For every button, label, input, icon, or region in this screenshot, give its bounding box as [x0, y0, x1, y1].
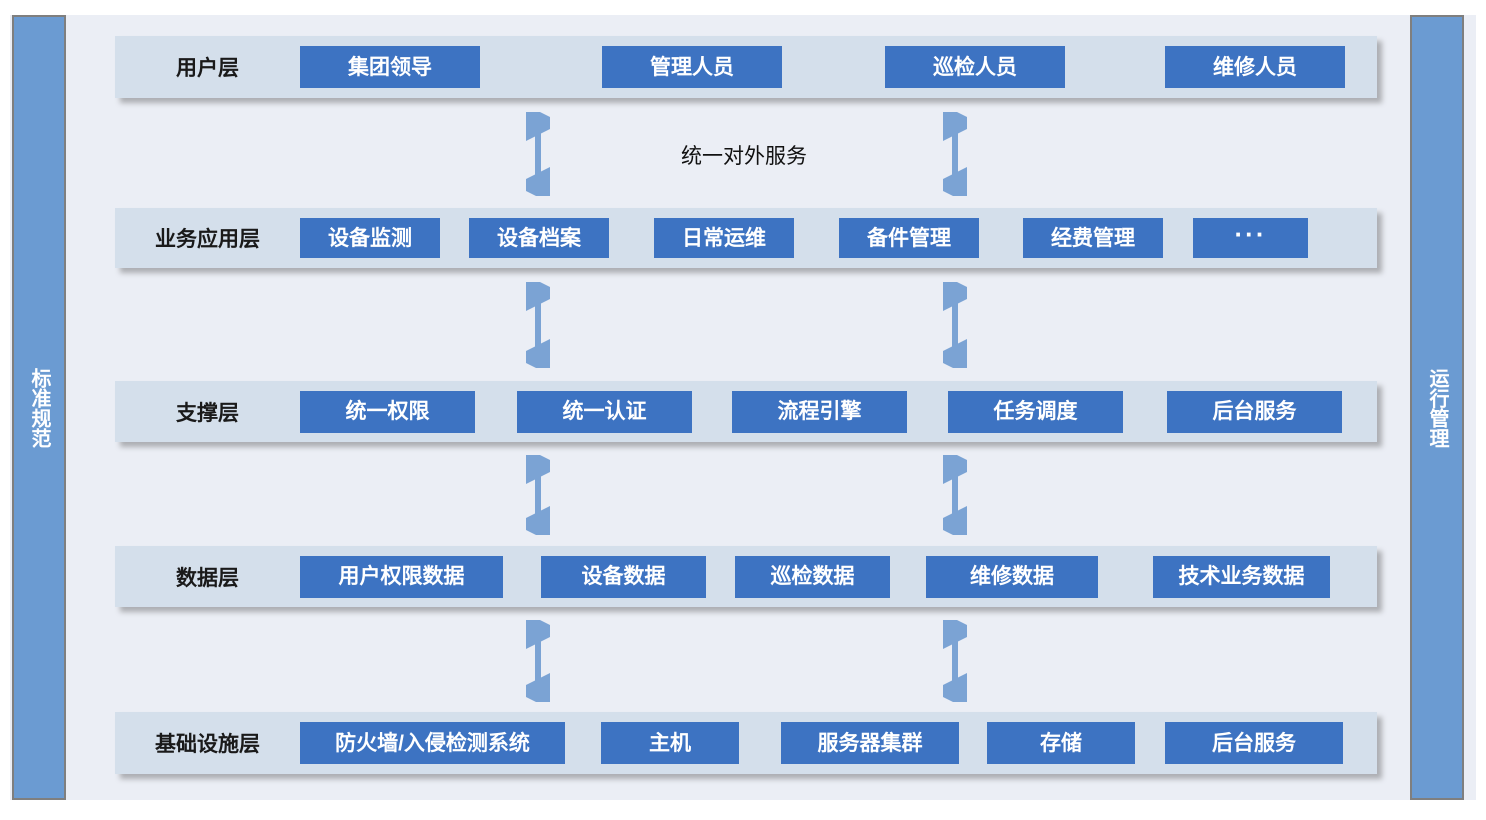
- layer-title-infrastructure: 基础设施层: [155, 733, 260, 756]
- middle-service-label: 统一对外服务: [681, 145, 807, 168]
- chip-data-1[interactable]: 设备数据: [541, 555, 706, 598]
- layer-data: 数据层 用户权限数据 设备数据 巡检数据 维修数据 技术业务数据: [115, 546, 1377, 607]
- chip-support-3[interactable]: 任务调度: [948, 390, 1123, 433]
- chip-biz-4[interactable]: 经费管理: [1023, 218, 1163, 258]
- chip-infra-2[interactable]: 服务器集群: [781, 722, 959, 764]
- arrow-data-infra-left: [526, 620, 550, 702]
- chip-user-0[interactable]: 集团领导: [300, 46, 480, 88]
- chip-biz-more[interactable]: ···: [1193, 218, 1308, 258]
- layer-title-business: 业务应用层: [155, 228, 260, 251]
- chip-infra-4[interactable]: 后台服务: [1165, 722, 1343, 764]
- arrow-user-biz-right: [943, 112, 967, 196]
- chip-user-3[interactable]: 维修人员: [1165, 46, 1345, 88]
- chip-data-0[interactable]: 用户权限数据: [300, 555, 503, 598]
- chip-support-4[interactable]: 后台服务: [1167, 390, 1342, 433]
- chip-data-3[interactable]: 维修数据: [926, 555, 1098, 598]
- sidebar-right-label: 运行管理: [1426, 367, 1448, 448]
- chip-biz-0[interactable]: 设备监测: [300, 218, 440, 258]
- chip-biz-2[interactable]: 日常运维: [654, 218, 794, 258]
- layer-title-data: 数据层: [176, 566, 239, 590]
- chip-user-1[interactable]: 管理人员: [602, 46, 782, 88]
- chip-data-4[interactable]: 技术业务数据: [1153, 555, 1330, 598]
- chip-support-2[interactable]: 流程引擎: [732, 390, 907, 433]
- chip-infra-0[interactable]: 防火墙/入侵检测系统: [300, 722, 565, 764]
- arrow-biz-support-right: [943, 282, 967, 368]
- chip-biz-1[interactable]: 设备档案: [469, 218, 609, 258]
- chip-data-2[interactable]: 巡检数据: [735, 555, 890, 598]
- arrow-support-data-left: [526, 455, 550, 535]
- layer-infrastructure: 基础设施层 防火墙/入侵检测系统 主机 服务器集群 存储 后台服务: [115, 712, 1377, 774]
- arrow-biz-support-left: [526, 282, 550, 368]
- chip-biz-3[interactable]: 备件管理: [839, 218, 979, 258]
- sidebar-operations: 运行管理: [1410, 15, 1464, 800]
- chip-infra-3[interactable]: 存储: [987, 722, 1135, 764]
- layer-title-user: 用户层: [176, 57, 239, 80]
- layer-title-support: 支撑层: [176, 401, 239, 425]
- chip-infra-1[interactable]: 主机: [601, 722, 739, 764]
- arrow-user-biz-left: [526, 112, 550, 196]
- arrow-support-data-right: [943, 455, 967, 535]
- layer-business: 业务应用层 设备监测 设备档案 日常运维 备件管理 经费管理 ···: [115, 208, 1377, 268]
- chip-user-2[interactable]: 巡检人员: [885, 46, 1065, 88]
- layer-support: 支撑层 统一权限 统一认证 流程引擎 任务调度 后台服务: [115, 381, 1377, 442]
- sidebar-standards: 标准规范: [12, 15, 66, 800]
- sidebar-left-label: 标准规范: [28, 367, 50, 448]
- chip-support-0[interactable]: 统一权限: [300, 390, 475, 433]
- layer-user: 用户层 集团领导 管理人员 巡检人员 维修人员: [115, 36, 1377, 98]
- arrow-data-infra-right: [943, 620, 967, 702]
- chip-support-1[interactable]: 统一认证: [517, 390, 692, 433]
